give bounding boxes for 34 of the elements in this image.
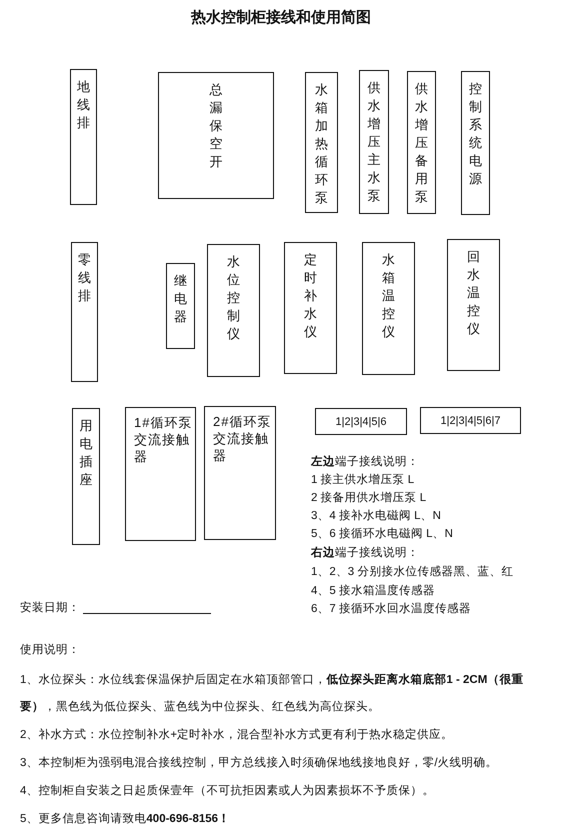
terminal-note: 1 接主供水增压泵 L — [311, 473, 414, 487]
component-box: 供水增压主水泵 — [359, 70, 389, 214]
legend-heading: 右边端子接线说明： — [311, 546, 419, 560]
terminal-note: 2 接备用供水增压泵 L — [311, 491, 426, 505]
component-box: 继电器 — [166, 263, 195, 349]
component-box: 定时补水仪 — [284, 242, 337, 374]
component-box: 1#循环泵交流接触器 — [125, 407, 196, 541]
usage-note: 2、补水方式：水位控制补水+定时补水，混合型补水方式更有利于热水稳定供应。 — [20, 727, 454, 743]
usage-note: 1、水位探头：水位线套保温保护后固定在水箱顶部管口，低位探头距离水箱底部1 - 2CM（很重要），黑色线为低位探头、蓝色线为中位探头、红色线为高位探头。 — [20, 672, 524, 715]
component-box: 用电插座 — [72, 408, 100, 545]
field-label: 安装日期： — [20, 601, 80, 615]
terminal-note: 5、6 接循环水电磁阀 L、N — [311, 527, 453, 541]
terminal-note: 1、2、3 分别接水位传感器黑、蓝、红 — [311, 565, 514, 579]
terminal-block: 1|2|3|4|5|6 — [315, 408, 407, 435]
component-box: 回水温控仪 — [447, 239, 500, 371]
component-box: 地线排 — [70, 69, 97, 205]
terminal-note: 3、4 接补水电磁阀 L、N — [311, 509, 441, 523]
component-box: 2#循环泵交流接触器 — [204, 406, 276, 540]
terminal-note: 4、5 接水箱温度传感器 — [311, 584, 435, 598]
usage-note: 3、本控制柜为强弱电混合接线控制，甲方总线接入时须确保地线接地良好，零/火线明确。 — [20, 755, 499, 771]
component-box: 水箱温控仪 — [362, 242, 415, 375]
legend-heading: 左边端子接线说明： — [311, 455, 419, 469]
title: 热水控制柜接线和使用简图 — [190, 8, 372, 27]
component-box: 零线排 — [71, 242, 98, 382]
component-box: 水箱加热循环泵 — [305, 72, 338, 213]
component-box: 总漏保空开 — [158, 72, 274, 199]
section-heading: 使用说明： — [20, 642, 81, 658]
usage-note: 5、更多信息咨询请致电400-696-8156！ — [20, 812, 232, 827]
component-box: 供水增压备用泵 — [407, 71, 436, 214]
terminal-note: 6、7 接循环水回水温度传感器 — [311, 602, 471, 616]
component-box: 控制系统电源 — [461, 71, 490, 215]
terminal-block: 1|2|3|4|5|6|7 — [420, 407, 521, 434]
component-box: 水位控制仪 — [207, 244, 260, 377]
usage-note: 4、控制柜自安装之日起质保壹年（不可抗拒因素或人为因素损坏不予质保）。 — [20, 783, 436, 799]
